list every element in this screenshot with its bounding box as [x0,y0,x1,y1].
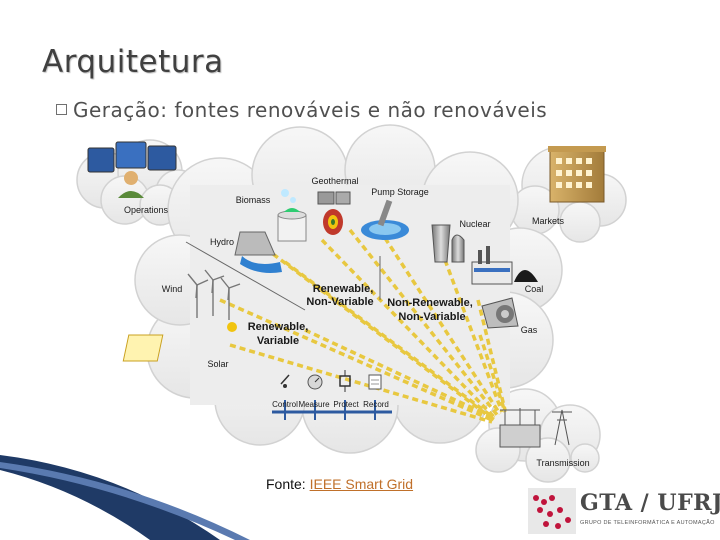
hydro-label: Hydro [210,237,234,247]
solar-icon [122,322,237,362]
hydro-icon [234,231,282,273]
pump-storage-icon [361,199,409,240]
logo-text: GTA / UFRJ [580,490,720,516]
pump-storage-label: Pump Storage [371,187,429,197]
markets-label: Markets [532,216,565,226]
transmission-icon [499,408,572,448]
control-bar [272,370,392,420]
cloud-fill [190,185,510,405]
source-link[interactable]: IEEE Smart Grid [309,476,414,492]
group-nonrenewable-nonvariable-line2: Non-Variable [398,311,465,323]
group-renewable-variable-line2: Variable [257,335,299,347]
meter-icon [307,374,323,390]
geothermal-icon [317,191,351,235]
power-flow-lines [219,228,507,424]
source-citation: Fonte: IEEE Smart Grid [266,476,413,492]
record-label: Record [363,400,389,409]
solar-label: Solar [207,359,228,369]
gas-icon [481,297,519,329]
markets-icon [548,146,606,203]
transmission-label: Transmission [536,458,589,468]
operations-icon [87,141,177,198]
wind-label: Wind [162,284,183,294]
biomass-label: Biomass [236,195,271,205]
source-prefix: Fonte: [266,476,310,492]
coal-icon [471,246,538,285]
breaker-icon [339,370,351,392]
category-separators [185,241,381,311]
decorative-swoosh [0,455,250,540]
group-renewable-variable-line1: Renewable, [248,321,309,333]
bullet-item: Geração: fontes renováveis e não renováv… [56,98,547,122]
gas-label: Gas [521,325,538,335]
control-label: Control [272,400,298,409]
group-renewable-nonvariable-line2: Non-Variable [306,296,373,308]
slide-title: Arquitetura [42,44,224,80]
nuclear-label: Nuclear [459,219,490,229]
switch-icon [280,374,290,388]
wind-icon [187,269,241,320]
logo-subtitle: GRUPO DE TELEINFORMÁTICA E AUTOMAÇÃO [580,520,715,526]
measure-label: Measure [298,400,330,409]
coal-label: Coal [525,284,544,294]
logo-emblem-icon [528,488,576,534]
group-nonrenewable-nonvariable-line1: Non-Renewable, [387,297,473,309]
protect-label: Protect [333,400,359,409]
nuclear-icon [431,224,465,263]
biomass-icon [277,189,307,242]
bullet-text: Geração: fontes renováveis e não renováv… [73,98,548,122]
operations-label: Operations [124,205,169,215]
geothermal-label: Geothermal [311,176,358,186]
gta-ufrj-logo: GTA / UFRJ GRUPO DE TELEINFORMÁTICA E AU… [528,488,720,534]
recorder-icon [368,374,382,390]
bullet-marker-icon [56,104,67,115]
group-renewable-nonvariable-line1: Renewable, [313,283,374,295]
